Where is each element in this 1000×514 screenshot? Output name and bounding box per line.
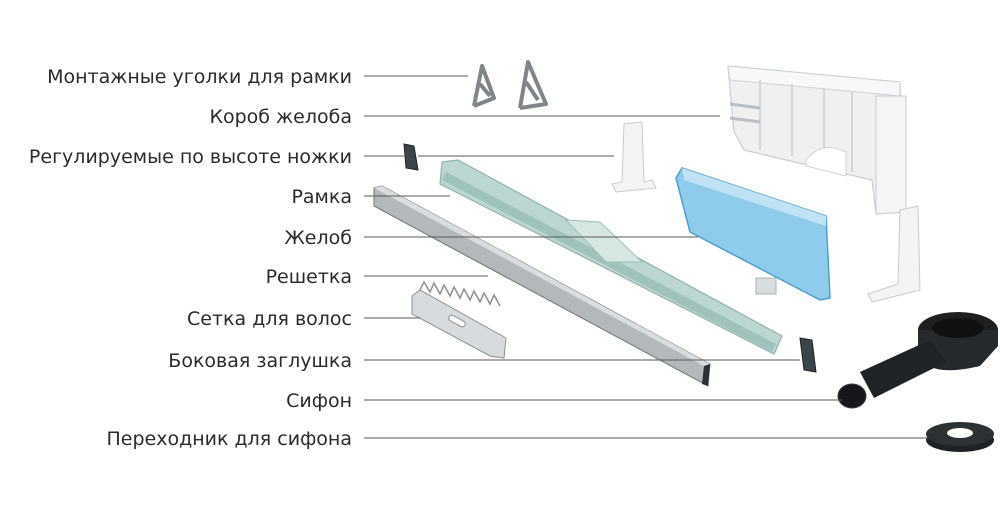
- label-channel-box: Короб желоба: [210, 106, 353, 128]
- siphon-adapter-illustration: [926, 422, 994, 452]
- frame-illustration: [439, 159, 783, 355]
- adjustable-feet-illustration: [611, 121, 921, 303]
- label-channel: Желоб: [284, 227, 352, 249]
- channel-illustration: [675, 167, 831, 301]
- label-adjustable-feet: Регулируемые по высоте ножки: [29, 146, 352, 168]
- channel-box-illustration: [727, 65, 907, 215]
- side-cap-illustration: [403, 143, 817, 373]
- grate-illustration: [373, 185, 711, 387]
- label-hair-strainer: Сетка для волос: [187, 308, 352, 330]
- hair-strainer-illustration: [411, 280, 507, 359]
- mounting-corners-illustration: [472, 60, 548, 110]
- label-frame: Рамка: [291, 186, 352, 208]
- label-grate: Решетка: [266, 266, 352, 288]
- siphon-illustration: [837, 312, 998, 409]
- label-side-cap: Боковая заглушка: [168, 350, 352, 372]
- label-siphon-adapter: Переходник для сифона: [107, 428, 353, 450]
- label-siphon: Сифон: [286, 390, 352, 412]
- label-mounting-corners: Монтажные уголки для рамки: [47, 66, 352, 88]
